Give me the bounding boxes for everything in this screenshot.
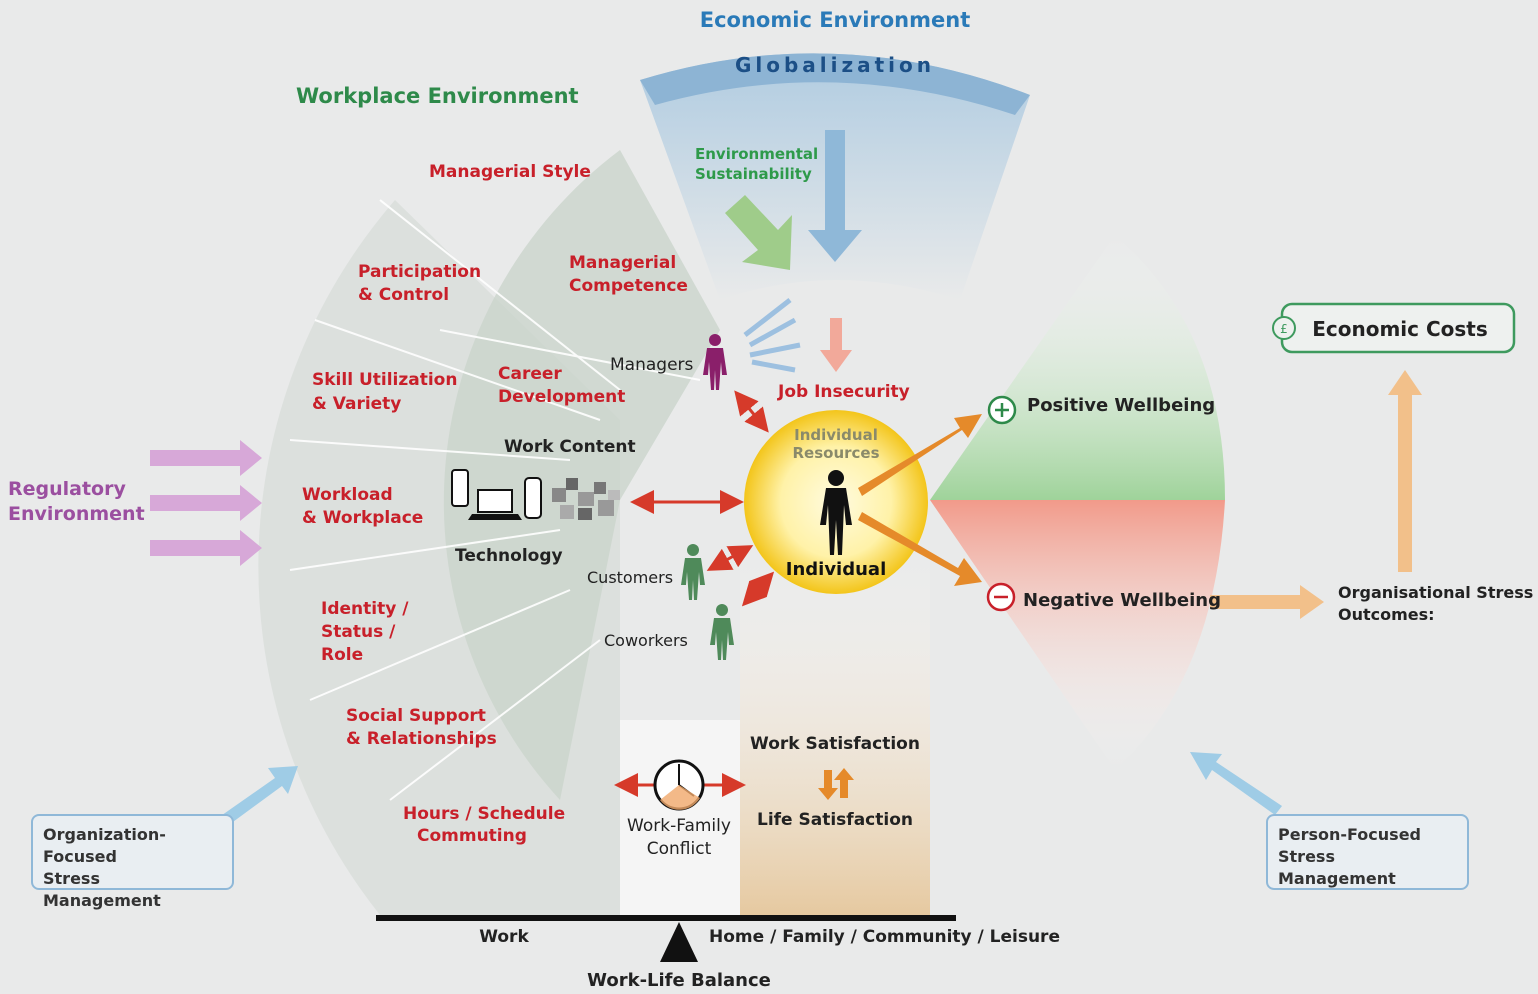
work-family-line1: Work-Family xyxy=(627,816,731,836)
factor-participation-l1: Participation xyxy=(358,262,481,282)
positive-wellbeing-label: Positive Wellbeing xyxy=(1027,395,1215,416)
work-content-label: Work Content xyxy=(504,437,636,457)
job-insecurity-label: Job Insecurity xyxy=(777,382,910,402)
technology-label: Technology xyxy=(455,546,563,566)
managers-label: Managers xyxy=(610,355,694,375)
pound-icon: £ xyxy=(1272,316,1296,340)
person-focused-line1: Person-Focused xyxy=(1278,825,1421,844)
factor-competence-l1: Managerial xyxy=(569,253,676,273)
work-label: Work xyxy=(479,927,529,947)
org-outcomes-line2: Outcomes: xyxy=(1338,605,1435,624)
negative-fan xyxy=(930,500,1225,770)
economic-costs-label: Economic Costs xyxy=(1312,317,1488,341)
data-pixels-icon xyxy=(552,478,620,520)
regulatory-line1: Regulatory xyxy=(8,478,126,500)
manager-pressure-arrows xyxy=(743,298,801,373)
insecurity-arrow xyxy=(820,318,852,372)
customers-figure xyxy=(681,544,705,600)
regulatory-line2: Environment xyxy=(8,503,145,525)
cellphone-icon xyxy=(524,477,542,519)
positive-fan xyxy=(930,235,1225,500)
balance-fulcrum xyxy=(660,922,698,962)
laptop-icon xyxy=(477,489,513,513)
wf-column xyxy=(620,720,740,915)
org-focused-box: Organization-Focused Stress Management xyxy=(31,814,234,910)
factor-hours-l1: Hours / Schedule xyxy=(403,804,565,824)
coworkers-figure xyxy=(710,604,734,660)
work-family-line2: Conflict xyxy=(647,839,712,859)
workplace-environment-title: Workplace Environment xyxy=(296,84,579,108)
managers-figure xyxy=(703,334,727,390)
person-mgmt-arrow xyxy=(1190,752,1282,815)
coworkers-label: Coworkers xyxy=(604,631,688,650)
sustainability-arrow xyxy=(725,195,792,270)
factor-participation-l2: & Control xyxy=(358,285,449,305)
life-satisfaction-label: Life Satisfaction xyxy=(757,810,913,830)
work-satisfaction-label: Work Satisfaction xyxy=(750,734,920,754)
factor-skill-l2: & Variety xyxy=(312,394,401,414)
factor-identity-l2: Status / xyxy=(321,622,396,642)
individual-label: Individual xyxy=(786,559,887,580)
home-family-label: Home / Family / Community / Leisure xyxy=(709,927,1060,947)
individual-figure xyxy=(820,470,852,555)
work-life-balance-label: Work-Life Balance xyxy=(587,970,771,991)
globalization-label: Globalization xyxy=(735,53,935,77)
globe-band xyxy=(640,53,1030,115)
outcome-arrow xyxy=(1210,585,1324,619)
negative-wellbeing-label: Negative Wellbeing xyxy=(1023,590,1221,611)
outer-factors: Managerial Style Participation & Control… xyxy=(302,162,688,846)
org-focused-line1: Organization-Focused xyxy=(43,825,166,866)
wellbeing-arrows xyxy=(858,414,982,586)
factor-career-l2: Development xyxy=(498,387,625,407)
env-sustainability-line2: Sustainability xyxy=(695,165,812,183)
env-sustainability-line1: Environmental xyxy=(695,145,818,163)
factor-competence-l2: Competence xyxy=(569,276,688,296)
technology-devices xyxy=(451,469,620,520)
customers-label: Customers xyxy=(587,568,673,587)
org-outcomes-line1: Organisational Stress xyxy=(1338,583,1533,602)
balance-beam xyxy=(376,915,956,921)
fan-dividers xyxy=(289,199,701,801)
factor-social-l1: Social Support xyxy=(346,706,486,726)
inner-fan xyxy=(443,150,720,800)
cost-arrow xyxy=(1388,370,1422,572)
factor-workload-l1: Workload xyxy=(302,485,393,505)
resources-line1: Individual xyxy=(794,426,878,444)
resources-line2: Resources xyxy=(792,444,879,462)
regulatory-arrows xyxy=(150,440,262,566)
satisfaction-column xyxy=(740,540,930,915)
svg-text:£: £ xyxy=(1280,322,1288,336)
relation-arrows xyxy=(614,390,775,797)
org-mgmt-arrow xyxy=(215,766,298,830)
phone-icon xyxy=(451,469,469,507)
factor-career-l1: Career xyxy=(498,364,562,384)
org-focused-line2: Stress Management xyxy=(43,869,161,910)
minus-icon xyxy=(986,582,1016,612)
factor-workload-l2: & Workplace xyxy=(302,508,423,528)
economic-environment-title: Economic Environment xyxy=(700,8,970,32)
satisfaction-arrows-icon xyxy=(818,768,854,800)
factor-identity-l3: Role xyxy=(321,645,363,665)
person-focused-line2: Stress Management xyxy=(1278,847,1396,888)
clock-icon xyxy=(653,759,705,811)
factor-managerial-style: Managerial Style xyxy=(429,162,591,182)
plus-icon xyxy=(987,395,1017,425)
factor-identity-l1: Identity / xyxy=(321,599,409,619)
factor-social-l2: & Relationships xyxy=(346,729,497,749)
person-focused-box: Person-Focused Stress Management xyxy=(1266,814,1469,890)
globalization-arrow xyxy=(808,130,862,262)
factor-hours-l2: Commuting xyxy=(417,826,527,846)
factor-skill-l1: Skill Utilization xyxy=(312,370,457,390)
